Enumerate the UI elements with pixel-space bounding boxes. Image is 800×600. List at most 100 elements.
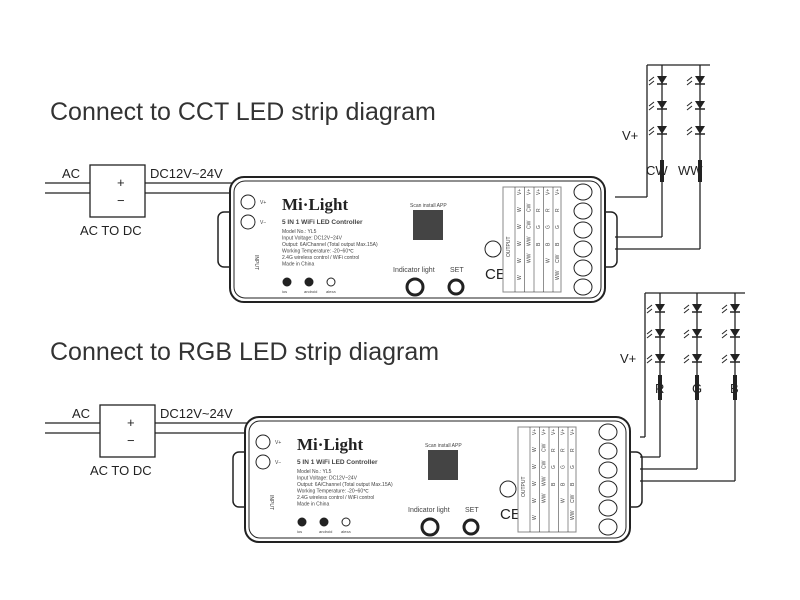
controller-inner [233, 180, 602, 299]
output-cell: V+ [551, 429, 557, 435]
led-icon [686, 76, 705, 86]
led-triangle [730, 329, 740, 337]
model-title: 5 IN 1 WiFi LED Controller [297, 459, 378, 466]
wire [686, 80, 693, 86]
wire [646, 354, 653, 360]
led-triangle [657, 126, 667, 134]
led-triangle [657, 101, 667, 109]
output-cell: WW [527, 236, 533, 246]
spec-line: 2.4G wireless control / WiFi control [297, 495, 374, 501]
output-cell: R [570, 448, 576, 452]
rohs-icon [499, 480, 517, 498]
output-cell: V+ [517, 189, 523, 195]
output-cell: W [517, 241, 523, 246]
vplus-text: V+ [260, 200, 266, 206]
brand-logo: Mi·Light [297, 435, 363, 454]
spec-line: Working Temperature: -20~60℃ [297, 489, 369, 495]
controller-inner [248, 420, 627, 539]
spec-line: Made in China [282, 262, 314, 268]
output-cell: W [517, 207, 523, 212]
output-cell: V+ [555, 189, 561, 195]
output-cell: W [532, 481, 538, 486]
output-cell: CW [527, 220, 533, 229]
output-cell: G [570, 465, 576, 469]
led-triangle [692, 354, 702, 362]
output-cell: W [561, 498, 567, 503]
led-triangle [692, 329, 702, 337]
set-button[interactable] [462, 518, 480, 536]
model-title: 5 IN 1 WiFi LED Controller [282, 219, 363, 226]
vplus-text: V+ [275, 440, 281, 446]
output-cell: R [555, 208, 561, 212]
output-cell: CW [555, 254, 561, 263]
led-icon [648, 101, 667, 111]
output-terminal [598, 499, 618, 517]
spec-line: Made in China [297, 502, 329, 508]
led-icon [648, 76, 667, 86]
wire [721, 329, 728, 335]
output-cell: W [546, 258, 552, 263]
output-cell: WW [527, 253, 533, 263]
wire [646, 304, 653, 310]
led-icon [683, 354, 702, 364]
wire [686, 130, 693, 136]
output-terminal [598, 442, 618, 460]
scan-label: Scan install APP [410, 203, 447, 209]
output-cell: B [570, 482, 576, 486]
output-cell: WW [570, 510, 576, 520]
input-label: INPUT [253, 255, 259, 270]
wire [686, 126, 693, 132]
output-cell: W [532, 498, 538, 503]
app-icon-label: alexa [326, 289, 336, 294]
android-icon [319, 517, 329, 527]
output-cell: WW [555, 270, 561, 280]
led-icon [646, 329, 665, 339]
output-cell: V+ [532, 429, 538, 435]
output-cell: W [532, 447, 538, 452]
wire [646, 333, 653, 339]
ac-to-dc-converter [99, 404, 156, 458]
output-cell: B [551, 482, 557, 486]
app-icon-label: ios [297, 529, 302, 534]
terminal-vminus [240, 214, 256, 230]
output-cell: G [555, 225, 561, 229]
output-cell: V+ [561, 429, 567, 435]
led-triangle [655, 304, 665, 312]
output-cell: G [536, 225, 542, 229]
wire [683, 304, 690, 310]
input-label: INPUT [268, 495, 274, 510]
led-triangle [695, 101, 705, 109]
output-cell: B [561, 482, 567, 486]
led-icon [721, 329, 740, 339]
output-cell: W [532, 464, 538, 469]
strip-connector [658, 375, 662, 400]
output-cell: V+ [536, 189, 542, 195]
set-label: SET [450, 267, 464, 274]
ac-to-dc-converter [89, 164, 146, 218]
led-triangle [655, 354, 665, 362]
android-icon [304, 277, 314, 287]
led-triangle [730, 304, 740, 312]
led-triangle [657, 76, 667, 84]
channel-label: G [692, 381, 702, 396]
wire [686, 105, 693, 111]
vplus-label: V+ [622, 128, 638, 143]
wire [648, 126, 655, 132]
app-icon-label: alexa [341, 529, 351, 534]
output-cell: CW [542, 443, 548, 452]
spec-line: Input Voltage: DC12V~24V [282, 236, 343, 242]
wire [683, 333, 690, 339]
output-table [517, 426, 577, 533]
wire [648, 130, 655, 136]
output-terminal [598, 461, 618, 479]
set-button[interactable] [447, 278, 465, 296]
channel-label: WW [678, 163, 703, 178]
wire [648, 101, 655, 107]
spec-line: Output: 6A/Channel (Total output Max.15A… [297, 482, 393, 488]
wire [683, 329, 690, 335]
rohs-icon [484, 240, 502, 258]
output-cell: CW [570, 494, 576, 503]
output-cell: G [551, 465, 557, 469]
